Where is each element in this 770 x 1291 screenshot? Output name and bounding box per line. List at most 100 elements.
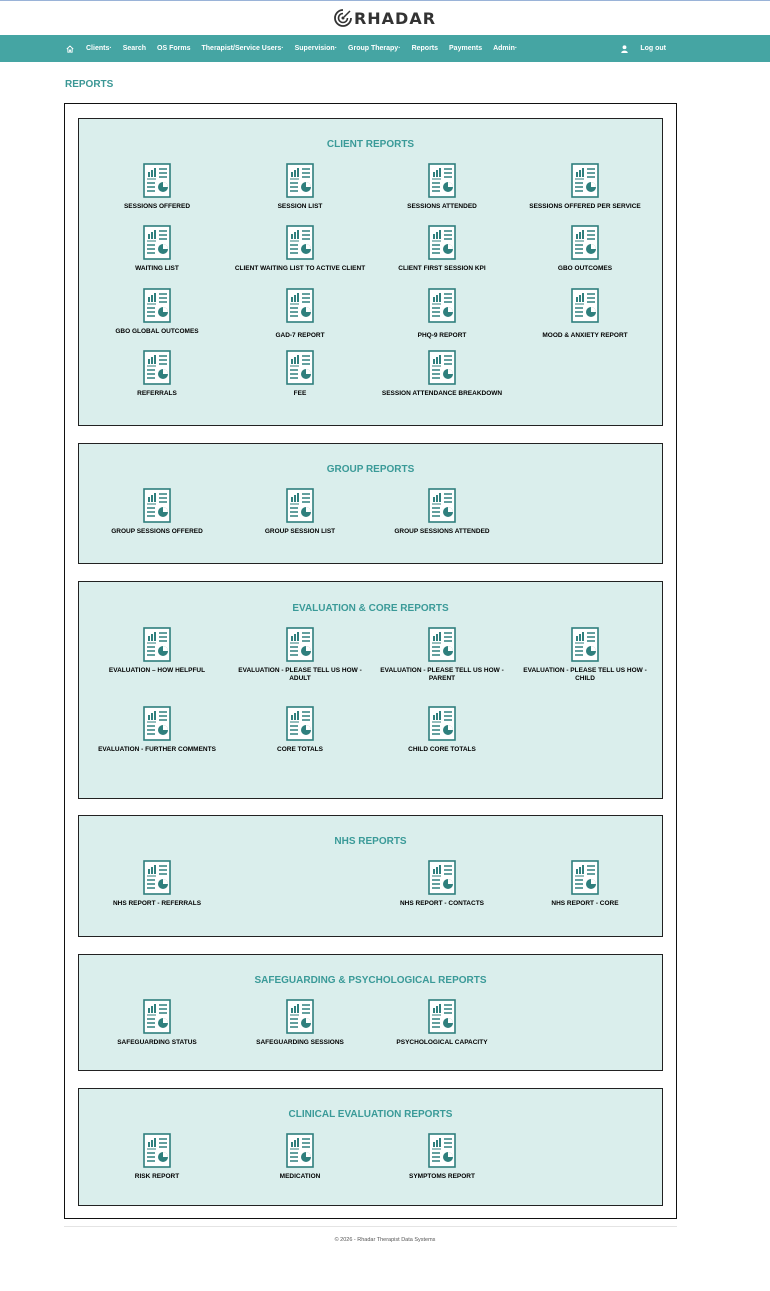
section-title: EVALUATION & CORE REPORTS	[292, 603, 449, 614]
report-group-session-list[interactable]: GROUP SESSION LIST	[234, 488, 366, 536]
report-sessions-offered[interactable]: SESSIONS OFFERED	[91, 163, 223, 211]
home-icon	[66, 44, 74, 53]
report-child-core-totals[interactable]: CHILD CORE TOTALS	[376, 706, 508, 754]
report-document-icon	[286, 488, 314, 523]
report-label: EVALUATION - PLEASE TELL US HOW - CHILD	[523, 667, 647, 682]
report-label: GBO GLOBAL OUTCOMES	[115, 328, 199, 335]
nav-os-forms[interactable]: OS Forms	[157, 45, 190, 52]
report-label: RISK REPORT	[134, 1173, 180, 1180]
report-document-icon	[571, 225, 599, 260]
report-medication[interactable]: MEDICATION	[234, 1133, 366, 1181]
chevron-down-icon: ·	[398, 45, 401, 52]
main-navbar: Clients· Search OS Forms Therapist/Servi…	[0, 35, 770, 62]
nav-group-therapy[interactable]: Group Therapy·	[348, 45, 401, 52]
section-title: SAFEGUARDING & PSYCHOLOGICAL REPORTS	[254, 975, 487, 986]
logout-link[interactable]: Log out	[640, 45, 666, 52]
logo[interactable]: RHADAR	[334, 9, 436, 28]
evaluation-core-reports-section: EVALUATION & CORE REPORTS EVALUATION – H…	[78, 581, 663, 799]
report-document-icon	[428, 350, 456, 385]
nav-admin[interactable]: Admin·	[493, 45, 517, 52]
report-first-session-kpi[interactable]: CLIENT FIRST SESSION KPI	[376, 225, 508, 273]
report-psychological-capacity[interactable]: PSYCHOLOGICAL CAPACITY	[376, 999, 508, 1047]
report-fee[interactable]: FEE	[234, 350, 366, 398]
report-group-sessions-attended[interactable]: GROUP SESSIONS ATTENDED	[376, 488, 508, 536]
report-document-icon	[428, 706, 456, 741]
report-label: CORE TOTALS	[277, 746, 323, 753]
nav-reports[interactable]: Reports	[412, 45, 438, 52]
report-document-icon	[571, 627, 599, 662]
report-document-icon	[428, 627, 456, 662]
report-core-totals[interactable]: CORE TOTALS	[234, 706, 366, 754]
report-document-icon	[286, 999, 314, 1034]
report-gad7[interactable]: GAD-7 REPORT	[234, 288, 366, 340]
nav-payments-label: Payments	[449, 45, 483, 52]
report-label: SAFEGUARDING STATUS	[117, 1039, 197, 1046]
section-title: NHS REPORTS	[334, 836, 407, 847]
report-label: EVALUATION - PLEASE TELL US HOW - PARENT	[380, 667, 504, 682]
report-document-icon	[286, 706, 314, 741]
report-label: GROUP SESSION LIST	[264, 528, 336, 535]
report-document-icon	[143, 627, 171, 662]
nav-supervision[interactable]: Supervision·	[295, 45, 337, 52]
report-document-icon	[143, 163, 171, 198]
report-gbo-outcomes[interactable]: GBO OUTCOMES	[519, 225, 651, 273]
report-label: GROUP SESSIONS OFFERED	[111, 528, 203, 535]
nav-clients[interactable]: Clients·	[86, 45, 112, 52]
report-phq9[interactable]: PHQ-9 REPORT	[376, 288, 508, 340]
report-safeguarding-sessions[interactable]: SAFEGUARDING SESSIONS	[234, 999, 366, 1047]
report-label: NHS REPORT - CONTACTS	[399, 900, 485, 907]
report-label: SESSIONS OFFERED PER SERVICE	[529, 203, 641, 210]
home-link[interactable]	[66, 44, 74, 53]
report-nhs-contacts[interactable]: NHS REPORT - CONTACTS	[376, 860, 508, 908]
reports-container: CLIENT REPORTS SESSIONS OFFERED SESSION …	[64, 103, 677, 1219]
report-gbo-global-outcomes[interactable]: GBO GLOBAL OUTCOMES	[91, 288, 223, 336]
report-sessions-offered-per-service[interactable]: SESSIONS OFFERED PER SERVICE	[519, 163, 651, 211]
nav-therapist[interactable]: Therapist/Service Users·	[202, 45, 284, 52]
report-document-icon	[286, 163, 314, 198]
report-label: MOOD & ANXIETY REPORT	[542, 332, 628, 339]
footer-divider	[64, 1226, 677, 1227]
nav-group-therapy-label: Group Therapy	[348, 45, 399, 52]
report-document-icon	[428, 225, 456, 260]
report-risk[interactable]: RISK REPORT	[91, 1133, 223, 1181]
report-safeguarding-status[interactable]: SAFEGUARDING STATUS	[91, 999, 223, 1047]
report-evaluation-parent[interactable]: EVALUATION - PLEASE TELL US HOW - PARENT	[376, 627, 508, 683]
chevron-down-icon: ·	[109, 45, 112, 52]
report-document-icon	[286, 288, 314, 323]
report-mood-anxiety[interactable]: MOOD & ANXIETY REPORT	[519, 288, 651, 340]
nav-user-area: Log out	[621, 35, 677, 62]
report-document-icon	[143, 860, 171, 895]
report-label: GROUP SESSIONS ATTENDED	[394, 528, 490, 535]
section-title: CLINICAL EVALUATION REPORTS	[288, 1109, 453, 1120]
nav-payments[interactable]: Payments	[449, 45, 482, 52]
report-document-icon	[143, 288, 171, 323]
report-waiting-list[interactable]: WAITING LIST	[91, 225, 223, 273]
section-title: CLIENT REPORTS	[326, 139, 415, 150]
report-group-sessions-offered[interactable]: GROUP SESSIONS OFFERED	[91, 488, 223, 536]
report-symptoms[interactable]: SYMPTOMS REPORT	[376, 1133, 508, 1181]
report-nhs-referrals[interactable]: NHS REPORT - REFERRALS	[91, 860, 223, 908]
report-document-icon	[286, 350, 314, 385]
report-document-icon	[143, 350, 171, 385]
report-evaluation-adult[interactable]: EVALUATION - PLEASE TELL US HOW - ADULT	[234, 627, 366, 683]
report-document-icon	[143, 225, 171, 260]
report-waiting-list-to-active[interactable]: CLIENT WAITING LIST TO ACTIVE CLIENT	[234, 225, 366, 273]
report-document-icon	[143, 706, 171, 741]
report-evaluation-how-helpful[interactable]: EVALUATION – HOW HELPFUL	[91, 627, 223, 675]
report-evaluation-child[interactable]: EVALUATION - PLEASE TELL US HOW - CHILD	[519, 627, 651, 683]
report-label: MEDICATION	[279, 1173, 321, 1180]
clinical-evaluation-reports-section: CLINICAL EVALUATION REPORTS RISK REPORT …	[78, 1088, 663, 1206]
header: RHADAR	[0, 1, 770, 35]
report-referrals[interactable]: REFERRALS	[91, 350, 223, 398]
group-reports-section: GROUP REPORTS GROUP SESSIONS OFFERED GRO…	[78, 443, 663, 564]
report-label: NHS REPORT - REFERRALS	[112, 900, 202, 907]
report-nhs-core[interactable]: NHS REPORT - CORE	[519, 860, 651, 908]
report-session-list[interactable]: SESSION LIST	[234, 163, 366, 211]
nav-search[interactable]: Search	[123, 45, 146, 52]
report-session-attendance-breakdown[interactable]: SESSION ATTENDANCE BREAKDOWN	[376, 350, 508, 398]
report-sessions-attended[interactable]: SESSIONS ATTENDED	[376, 163, 508, 211]
report-evaluation-further-comments[interactable]: EVALUATION - FURTHER COMMENTS	[91, 706, 223, 754]
report-document-icon	[571, 860, 599, 895]
report-document-icon	[428, 860, 456, 895]
report-document-icon	[428, 163, 456, 198]
